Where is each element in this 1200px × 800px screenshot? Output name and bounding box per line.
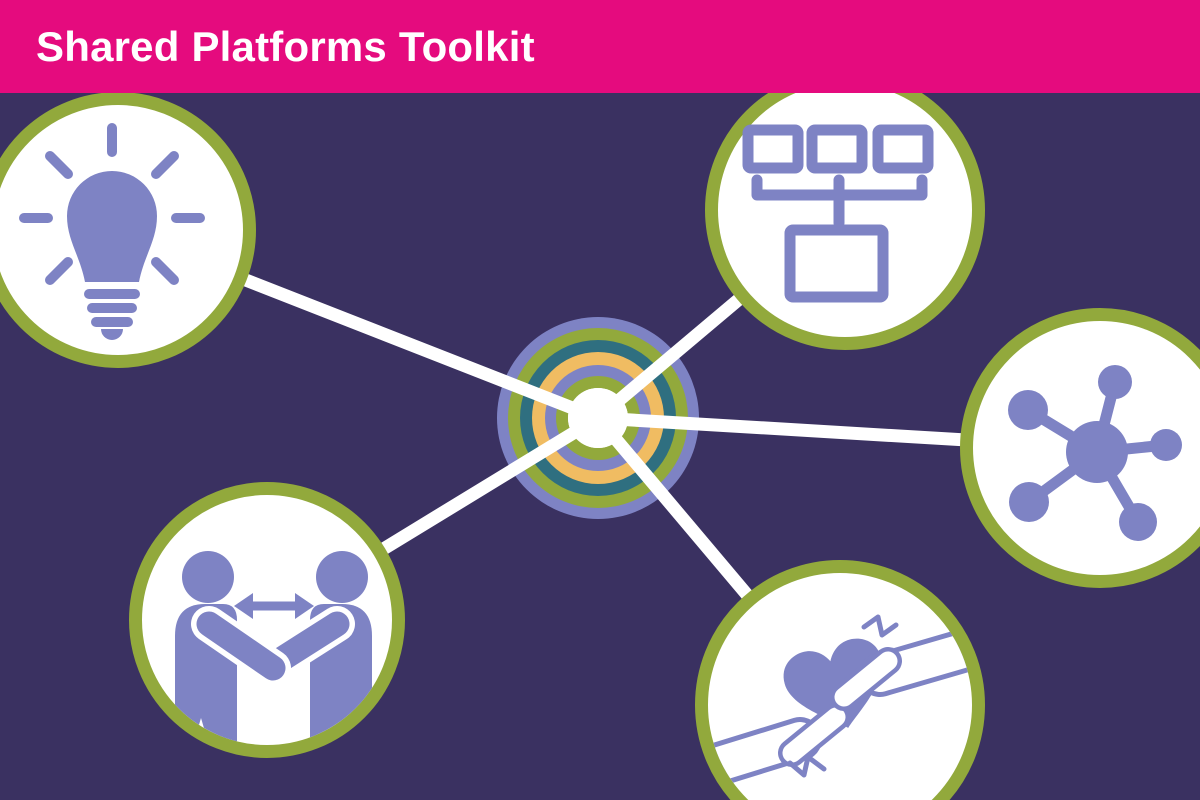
org-chart-icon <box>742 124 934 303</box>
network-hub-icon <box>1008 365 1182 541</box>
node-lightbulb <box>0 92 256 368</box>
lightbulb-icon <box>19 123 205 340</box>
node-org-chart <box>705 70 985 350</box>
header-bar: Shared Platforms Toolkit <box>0 0 1200 93</box>
page-title: Shared Platforms Toolkit <box>36 22 535 70</box>
node-circle <box>705 70 985 350</box>
node-heart <box>695 560 985 800</box>
node-network <box>960 308 1200 588</box>
node-handshake <box>129 482 405 758</box>
